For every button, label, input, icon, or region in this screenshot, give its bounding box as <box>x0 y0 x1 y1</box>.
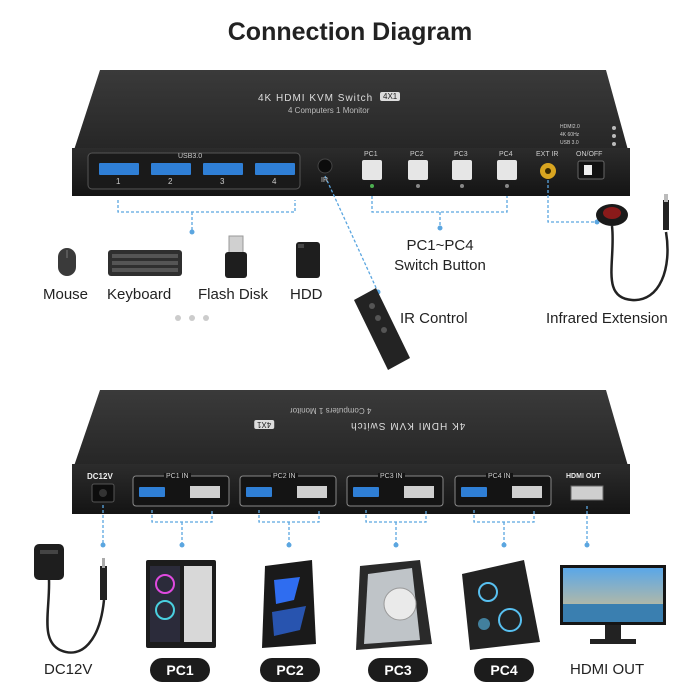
port-label-3: 3 <box>220 177 225 186</box>
pc3-in-label: PC3 IN <box>378 473 405 480</box>
front-subtitle: 4 Computers 1 Monitor <box>288 106 370 115</box>
btn-label-pc2: PC2 <box>410 151 424 158</box>
pc1-button <box>362 160 382 180</box>
usb-port-3 <box>203 163 243 175</box>
hdd-icon <box>296 242 320 278</box>
port-label-1: 1 <box>116 177 121 186</box>
hdmi-out-port <box>570 485 604 501</box>
spec-3: USB 3.0 <box>560 140 579 146</box>
label-pc3: PC3 <box>368 658 428 682</box>
label-pc2: PC2 <box>260 658 320 682</box>
pc2-in-label: PC2 IN <box>271 473 298 480</box>
back-device-name: 4K HDMI KVM Switch <box>350 420 466 431</box>
power-label: ON/OFF <box>576 151 603 158</box>
label-flash-disk: Flash Disk <box>198 286 269 303</box>
dc12v-port-label: DC12V <box>87 472 113 481</box>
pc4-in-label: PC4 IN <box>486 473 513 480</box>
front-device-name: 4K HDMI KVM Switch <box>258 93 374 104</box>
pc3-button <box>452 160 472 180</box>
label-pc4: PC4 <box>474 658 534 682</box>
ir-label: IR <box>321 177 328 184</box>
usb-port-2 <box>151 163 191 175</box>
label-hdd: HDD <box>290 286 323 303</box>
ir-remote-icon <box>354 288 410 370</box>
keyboard-icon <box>108 250 182 276</box>
usb-label: USB3.0 <box>178 153 203 160</box>
pc1-in-label: PC1 IN <box>164 473 191 480</box>
pc2-button <box>408 160 428 180</box>
label-infrared-extension: Infrared Extension <box>546 310 668 327</box>
pc4-tower-icon <box>462 560 540 650</box>
front-badge: 4X1 <box>380 92 401 101</box>
usb-port-1 <box>99 163 139 175</box>
pc2-tower-icon <box>262 560 316 648</box>
hdmi-out-port-label: HDMI OUT <box>566 473 601 480</box>
page-title: Connection Diagram <box>227 18 473 46</box>
spec-1: HDMI2.0 <box>560 124 580 130</box>
label-hdmi-out: HDMI OUT <box>570 661 645 678</box>
port-label-2: 2 <box>168 177 173 186</box>
label-switch-line2: Switch Button <box>394 257 486 274</box>
pc4-button <box>497 160 517 180</box>
monitor-icon <box>560 565 666 644</box>
label-keyboard: Keyboard <box>107 286 172 303</box>
port-label-4: 4 <box>272 177 277 186</box>
kvm-front-unit <box>72 70 630 196</box>
label-pc1: PC1 <box>150 658 210 682</box>
pc1-tower-icon <box>146 560 216 648</box>
spec-2: 4K 60Hz <box>560 132 580 138</box>
label-dc12v: DC12V <box>44 661 93 678</box>
ext-ir-label: EXT IR <box>536 151 559 158</box>
btn-label-pc4: PC4 <box>499 151 513 158</box>
ir-sensor <box>317 158 333 174</box>
btn-label-pc3: PC3 <box>454 151 468 158</box>
label-switch-line1: PC1~PC4 <box>406 237 474 254</box>
power-adapter-icon <box>34 544 107 654</box>
pc3-tower-icon <box>356 560 432 650</box>
btn-label-pc1: PC1 <box>364 151 378 158</box>
label-ir-control: IR Control <box>400 310 468 327</box>
mouse-icon <box>58 248 76 276</box>
flash-disk-icon <box>225 235 247 278</box>
usb-port-4 <box>255 163 295 175</box>
kvm-back-unit <box>72 390 630 514</box>
infrared-extension-icon <box>596 194 669 302</box>
back-subtitle: 4 Computers 1 Monitor <box>290 406 372 415</box>
back-badge: 4X1 <box>254 420 275 429</box>
label-mouse: Mouse <box>43 286 89 303</box>
